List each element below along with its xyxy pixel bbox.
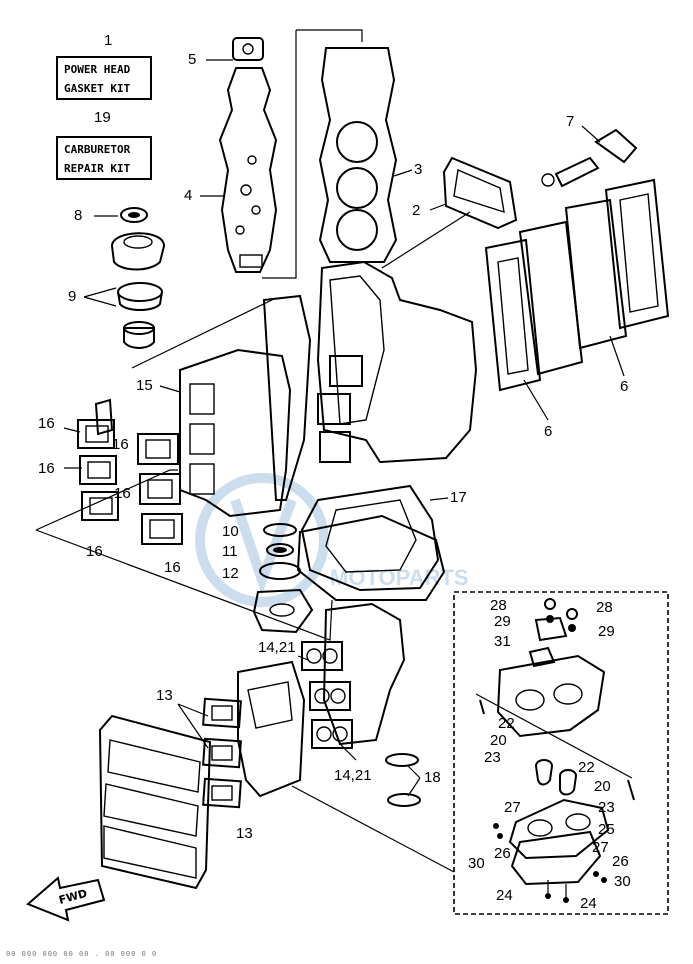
callout-23a: 23 (484, 749, 501, 766)
callout-28b: 28 (596, 599, 613, 616)
callout-28a: 28 (490, 597, 507, 614)
callout-22b: 22 (578, 759, 595, 776)
callout-16a: 16 (38, 415, 55, 432)
callout-18: 18 (424, 769, 441, 786)
carb-bracket (291, 785, 455, 873)
callout-29a: 29 (494, 613, 511, 630)
fwd-arrow: FWD (26, 876, 106, 922)
silencer-cover (98, 714, 212, 890)
part-17-gasket (296, 484, 449, 601)
callout-29b: 29 (598, 623, 615, 640)
part-18-gaskets (385, 753, 421, 807)
part-7-fitting (541, 125, 638, 188)
callout-19: 19 (94, 109, 111, 126)
part-14-carburetors (237, 602, 406, 798)
fwd-label: FWD (57, 887, 88, 907)
callout-16b: 16 (112, 436, 129, 453)
callout-16d: 16 (114, 485, 131, 502)
part-9-rings (83, 282, 277, 369)
manifold-bracket (35, 529, 333, 641)
callout-24a: 24 (496, 887, 513, 904)
callout-26b: 26 (612, 853, 629, 870)
kit-bracket (262, 29, 363, 279)
carburetor-repair-kit-label: CARBURETOR REPAIR KIT (56, 136, 152, 180)
callout-24b: 24 (580, 895, 597, 912)
callout-9: 9 (68, 288, 77, 305)
callout-2: 2 (412, 202, 421, 219)
reed-bracket (35, 469, 178, 531)
callout-16c: 16 (38, 460, 55, 477)
part-16-reed-valves-left (63, 398, 119, 521)
carb-kit-parts (475, 598, 635, 903)
power-head-gasket-kit-label: POWER HEAD GASKET KIT (56, 56, 152, 100)
callout-30b: 30 (614, 873, 631, 890)
callout-11: 11 (222, 543, 238, 560)
kit-line-2: GASKET KIT (64, 82, 131, 95)
callout-16f: 16 (164, 559, 181, 576)
callout-26a: 26 (494, 845, 511, 862)
callout-16e: 16 (86, 543, 103, 560)
cylinder-block (316, 260, 478, 464)
kit-line-1: CARBURETOR (64, 143, 131, 156)
callout-17: 17 (450, 489, 467, 506)
callout-1: 1 (104, 32, 113, 49)
callout-14-21b: 14,21 (334, 767, 372, 784)
callout-27b: 27 (592, 839, 609, 856)
callout-20b: 20 (594, 778, 611, 795)
part-5-gasket (206, 37, 264, 61)
carburetor-kit-box (453, 591, 669, 915)
callout-13b: 13 (236, 825, 253, 842)
callout-6b: 6 (544, 423, 553, 440)
part-3-cylinder-head-gasket (318, 47, 413, 263)
callout-8: 8 (74, 207, 83, 224)
kit-line-1: POWER HEAD (64, 63, 131, 76)
callout-23b: 23 (598, 799, 615, 816)
callout-27a: 27 (504, 799, 521, 816)
watermark: MOTOPARTS (195, 473, 469, 607)
callout-6a: 6 (620, 378, 629, 395)
callout-12: 12 (222, 565, 239, 582)
callout-13a: 13 (156, 687, 173, 704)
callout-10: 10 (222, 523, 239, 540)
part-15-intake-manifold (159, 294, 312, 518)
part-8-seal (94, 207, 148, 223)
part-16-reed-valves-right (137, 433, 183, 545)
callout-15: 15 (136, 377, 153, 394)
callout-5: 5 (188, 51, 197, 68)
callout-30a: 30 (468, 855, 485, 872)
water-pump-housing (110, 232, 166, 271)
callout-7: 7 (566, 113, 575, 130)
watermark-text: MOTOPARTS (330, 565, 469, 590)
callout-31: 31 (494, 633, 511, 650)
footer-text: 00 000 000 00 00 . 00 000 0 0 (6, 950, 158, 958)
callout-14-21a: 14,21 (258, 639, 296, 656)
callout-25: 25 (598, 821, 615, 838)
part-4-gasket (200, 67, 278, 273)
callout-20a: 20 (490, 732, 507, 749)
part-6-covers (484, 178, 670, 421)
part-2-cover (381, 156, 518, 269)
callout-22a: 22 (498, 715, 515, 732)
callout-3: 3 (414, 161, 423, 178)
kit-line-2: REPAIR KIT (64, 162, 131, 175)
callout-4: 4 (184, 187, 193, 204)
